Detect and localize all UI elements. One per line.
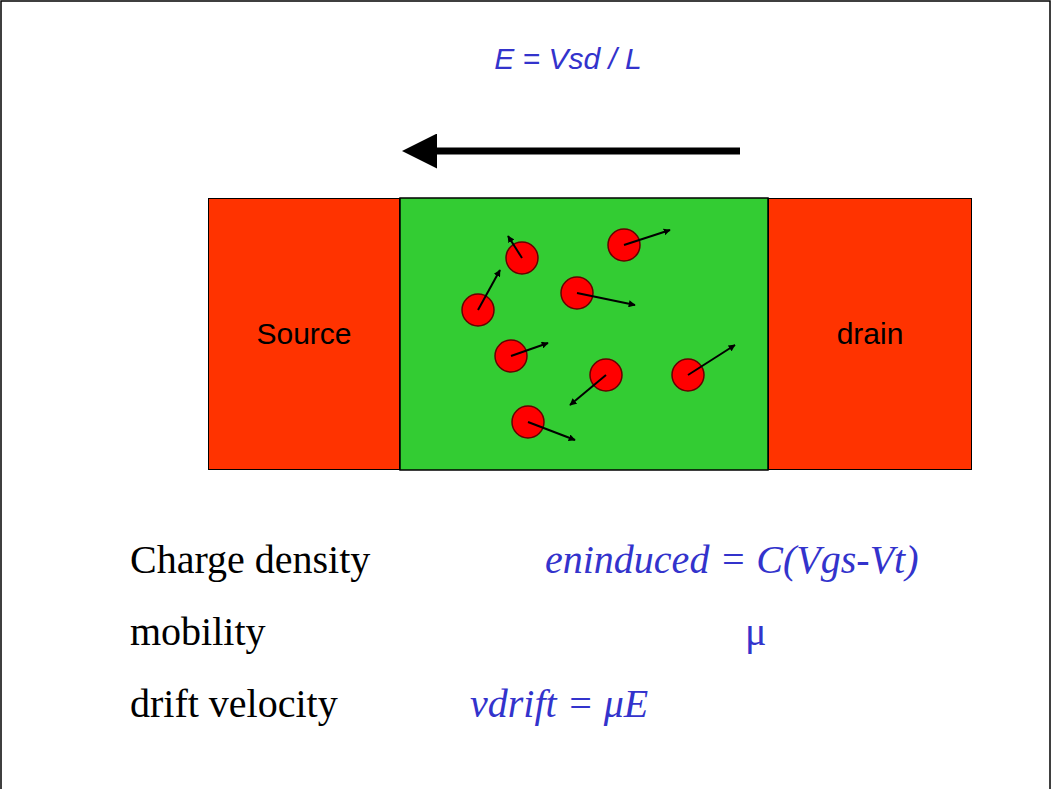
field-formula: E = Vsd / L [494,42,642,75]
velocity-arrow [528,422,575,440]
quantity-name: drift velocity [130,682,338,726]
velocity-arrow [508,236,522,258]
region-label: Source [252,313,355,355]
formula: vdrift = μE [470,682,648,726]
velocity-arrow [478,270,500,310]
quantity-name: Charge density [130,538,370,582]
drain-region: drain [768,198,972,470]
velocity-arrow [577,293,635,305]
velocity-arrow [688,345,735,375]
velocity-arrow [624,230,670,245]
symbol: μ [745,610,766,654]
velocity-arrow [511,343,548,356]
quantity-name: mobility [130,610,266,654]
carriers [462,229,735,440]
channel [400,198,768,470]
field-arrow [430,148,740,155]
region-label: drain [833,313,908,355]
formula: eninduced = C(Vgs-Vt) [545,538,919,582]
velocity-arrow [570,375,606,405]
source-region: Source [208,198,400,470]
